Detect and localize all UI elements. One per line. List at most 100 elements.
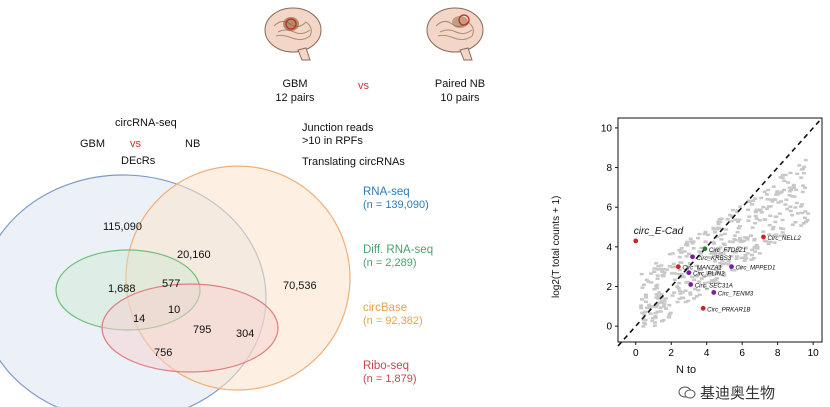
background-point bbox=[703, 240, 708, 244]
background-point bbox=[735, 209, 740, 212]
background-point bbox=[733, 251, 738, 254]
background-point bbox=[714, 268, 719, 272]
background-point bbox=[686, 299, 691, 303]
background-point bbox=[661, 274, 666, 278]
junction-label-1: Junction reads bbox=[302, 122, 374, 134]
labeled-point bbox=[633, 238, 639, 244]
background-point bbox=[780, 173, 785, 177]
background-point bbox=[773, 198, 778, 201]
background-point bbox=[803, 158, 808, 162]
background-point bbox=[689, 240, 694, 243]
background-point bbox=[711, 240, 716, 244]
background-point bbox=[709, 279, 714, 282]
background-point bbox=[723, 262, 728, 265]
background-point bbox=[659, 264, 664, 267]
background-point bbox=[639, 298, 644, 301]
background-point bbox=[742, 236, 747, 239]
background-point bbox=[667, 252, 672, 256]
background-point bbox=[688, 237, 693, 241]
background-point bbox=[719, 217, 724, 220]
background-point bbox=[726, 263, 731, 266]
point-label: Circ_NELL2 bbox=[767, 235, 801, 242]
venn-riboseq-circle bbox=[101, 283, 279, 373]
background-point bbox=[788, 171, 793, 175]
background-point bbox=[667, 303, 672, 307]
background-point bbox=[753, 210, 758, 213]
background-point bbox=[737, 218, 742, 221]
background-point bbox=[652, 267, 657, 270]
background-point bbox=[670, 252, 675, 255]
background-point bbox=[639, 272, 644, 276]
junction-label-2: >10 in RPFs bbox=[302, 135, 363, 147]
background-point bbox=[799, 205, 804, 208]
background-point bbox=[738, 205, 743, 208]
x-tick-label: 4 bbox=[704, 348, 710, 359]
background-point bbox=[707, 273, 712, 277]
background-point bbox=[718, 261, 723, 265]
count-rnaseq-diff-ribo: 14 bbox=[133, 313, 146, 325]
watermark-text: 基迪奥生物 bbox=[700, 385, 776, 402]
background-point bbox=[780, 176, 785, 180]
gbm-brain-image bbox=[258, 2, 330, 62]
background-point bbox=[775, 190, 780, 193]
background-point bbox=[753, 197, 758, 200]
background-point bbox=[717, 271, 722, 274]
venn-nb-label: NB bbox=[185, 138, 201, 150]
background-point bbox=[787, 190, 792, 193]
background-point bbox=[654, 293, 659, 296]
background-point bbox=[671, 262, 676, 266]
background-point bbox=[786, 181, 791, 184]
background-point bbox=[789, 194, 794, 198]
background-point bbox=[658, 310, 663, 313]
point-label: Circ_MANZA1 bbox=[682, 265, 722, 272]
background-point bbox=[724, 228, 729, 231]
background-point bbox=[677, 255, 682, 259]
y-tick-label: 6 bbox=[606, 203, 612, 214]
background-point bbox=[679, 272, 684, 276]
labeled-point bbox=[700, 305, 706, 311]
background-point bbox=[680, 275, 685, 279]
background-point bbox=[654, 262, 659, 265]
background-point bbox=[736, 220, 741, 223]
background-point bbox=[768, 240, 773, 244]
point-label: Circ_MPPED1 bbox=[736, 265, 776, 272]
background-point bbox=[746, 208, 751, 212]
background-point bbox=[779, 190, 784, 193]
background-point bbox=[764, 193, 769, 196]
background-point bbox=[779, 200, 784, 203]
background-point bbox=[663, 297, 668, 300]
background-point bbox=[697, 280, 702, 283]
background-point bbox=[656, 268, 661, 271]
labeled-point bbox=[686, 270, 692, 276]
background-point bbox=[743, 246, 748, 250]
background-point bbox=[667, 313, 672, 316]
background-point bbox=[783, 203, 788, 206]
background-point bbox=[747, 215, 752, 218]
background-point bbox=[763, 218, 768, 221]
background-point bbox=[664, 307, 669, 310]
background-point bbox=[732, 234, 737, 237]
background-point bbox=[672, 278, 677, 281]
background-point bbox=[762, 239, 767, 243]
background-point bbox=[750, 248, 755, 252]
background-point bbox=[662, 302, 667, 306]
x-tick-label: 0 bbox=[633, 348, 639, 359]
background-point bbox=[653, 311, 658, 315]
count-rnaseq-circbase-ribo: 795 bbox=[193, 324, 212, 336]
background-point bbox=[677, 297, 682, 300]
background-point bbox=[789, 188, 794, 192]
background-point bbox=[697, 250, 702, 253]
background-point bbox=[642, 321, 647, 325]
background-point bbox=[736, 227, 741, 230]
background-point bbox=[754, 243, 759, 247]
background-point bbox=[650, 316, 655, 320]
background-point bbox=[662, 300, 667, 303]
background-point bbox=[656, 264, 661, 268]
labeled-point bbox=[729, 264, 734, 270]
background-point bbox=[761, 205, 766, 209]
legend-diff-rnaseq: Diff. RNA-seq (n = 2,289) bbox=[363, 244, 434, 269]
point-label: circ_E-Cad bbox=[634, 226, 684, 237]
background-point bbox=[778, 227, 783, 230]
background-point bbox=[755, 247, 760, 250]
x-tick-label: 8 bbox=[775, 348, 781, 359]
